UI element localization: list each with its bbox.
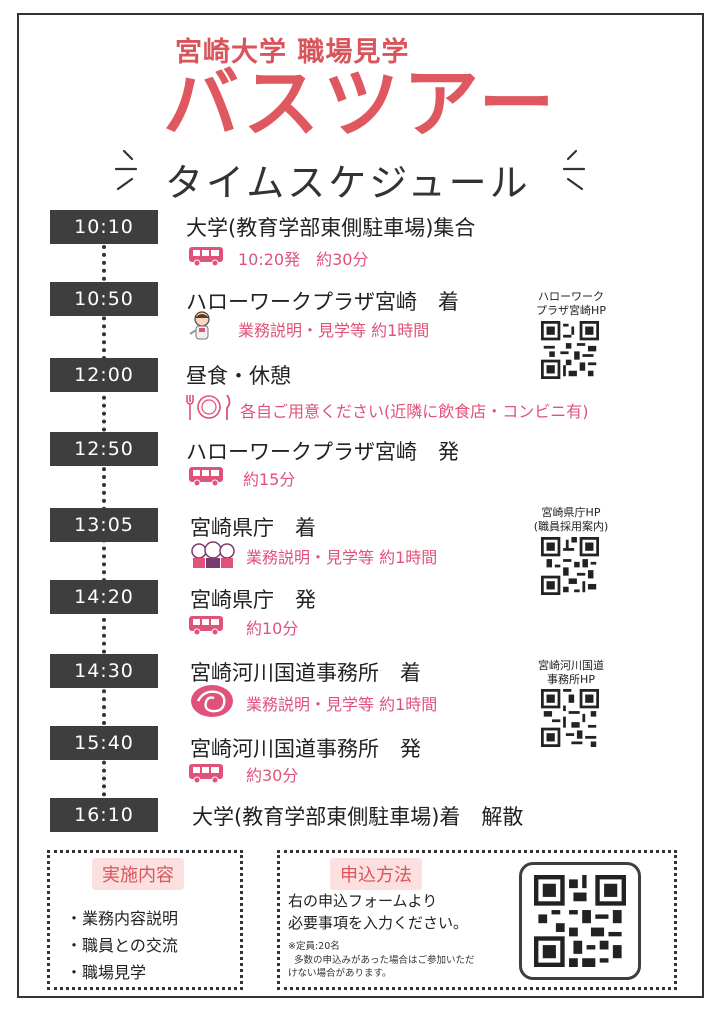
sparkle-left-icon [114, 149, 138, 191]
bus-icon [189, 247, 223, 267]
event-title-row: 宮崎河川国道事務所 発 [190, 737, 421, 761]
event-subtitle: 宮崎大学 職場見学 [175, 37, 410, 68]
event-title-row: 昼食・休憩 [186, 364, 291, 388]
qr-code-river-office[interactable] [541, 689, 599, 747]
apply-box [277, 850, 677, 990]
application-qr-frame[interactable] [519, 862, 641, 980]
event-detail: 約10分 [246, 619, 299, 638]
meal-icon [186, 394, 231, 420]
time-box: 15:40 [50, 726, 158, 760]
details-item: ・業務内容説明 [66, 909, 179, 928]
time-box: 13:05 [50, 508, 158, 542]
event-detail: 業務説明・見学等 約1時間 [246, 695, 438, 714]
event-title-row: 宮崎県庁 着 [190, 516, 316, 540]
qr-label: ハローワークプラザ宮崎HP [536, 290, 606, 317]
sparkle-right-icon [562, 149, 586, 191]
apply-heading: 申込方法 [330, 858, 422, 890]
time-box: 12:50 [50, 432, 158, 466]
notice-note: けない場合があります。 [288, 968, 392, 979]
mascot-group-icon [191, 541, 235, 568]
qr-code-application[interactable] [534, 875, 626, 967]
event-detail: 約30分 [246, 766, 299, 785]
qr-code-prefecture[interactable] [541, 537, 599, 595]
details-heading: 実施内容 [92, 858, 184, 890]
apply-line: 必要事項を入力ください。 [288, 914, 469, 932]
notice-note: 多数の申込みがあった場合はご参加いただ [294, 955, 475, 966]
mascot-icon [189, 311, 210, 340]
time-box: 14:20 [50, 580, 158, 614]
qr-label: 宮崎河川国道事務所HP [538, 659, 604, 686]
event-title-row: 宮崎河川国道事務所 着 [190, 661, 421, 685]
time-box: 10:50 [50, 282, 158, 316]
event-title-row: 大学(教育学部東側駐車場)着 解散 [192, 805, 524, 829]
qr-label: 宮崎県庁HP(職員採用案内) [533, 506, 609, 533]
event-title-row: 宮崎県庁 発 [190, 588, 316, 612]
event-detail: 業務説明・見学等 約1時間 [238, 321, 430, 340]
details-item: ・職場見学 [66, 963, 147, 982]
bus-icon [189, 616, 223, 636]
event-detail: 10:20発 約30分 [238, 250, 369, 269]
time-box: 12:00 [50, 358, 158, 392]
event-title-row: ハローワークプラザ宮崎 発 [186, 440, 459, 464]
capacity-note: ※定員:20名 [288, 941, 340, 952]
apply-line: 右の申込フォームより [288, 892, 438, 910]
time-box: 10:10 [50, 210, 158, 244]
event-detail: 各自ご用意ください(近隣に飲食店・コンビニ有) [240, 402, 589, 421]
bus-icon [189, 467, 223, 487]
page-frame [17, 13, 704, 998]
swirl-logo-icon [191, 685, 233, 717]
bus-icon [189, 764, 223, 784]
event-title-row: ハローワークプラザ宮崎 着 [186, 290, 459, 314]
time-box: 16:10 [50, 798, 158, 832]
qr-code-hellowork[interactable] [541, 321, 599, 379]
details-item: ・職員との交流 [66, 936, 178, 955]
details-box [47, 850, 243, 990]
event-title: バスツアー [163, 59, 559, 148]
event-title-row: 大学(教育学部東側駐車場)集合 [186, 216, 476, 240]
schedule-title: タイムスケジュール [165, 161, 531, 205]
event-detail: 業務説明・見学等 約1時間 [246, 548, 438, 567]
time-box: 14:30 [50, 654, 158, 688]
event-detail: 約15分 [243, 470, 296, 489]
